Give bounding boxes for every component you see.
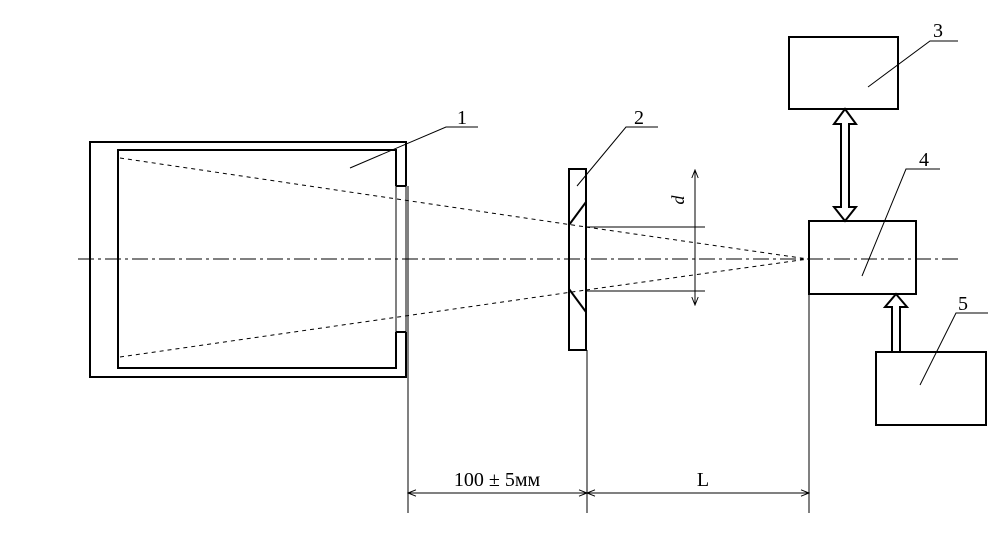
label-distance-L: L (697, 469, 709, 491)
dimension-d (586, 170, 705, 305)
label-part-2: 2 (634, 107, 644, 129)
label-part-3: 3 (933, 20, 943, 42)
label-part-1: 1 (457, 107, 467, 129)
component-2-diaphragm (568, 168, 587, 351)
label-part-4: 4 (919, 149, 929, 171)
label-distance-fixed: 100 ± 5мм (454, 469, 541, 491)
dimension-extension-lines (407, 186, 810, 513)
label-part-5: 5 (958, 293, 968, 315)
light-rays (119, 157, 809, 358)
arrow-3-4 (831, 107, 859, 223)
component-5-block (875, 351, 987, 426)
arrow-5-4 (882, 292, 910, 353)
component-1-housing (89, 141, 407, 378)
leader-lines (349, 40, 988, 386)
component-4-detector (808, 220, 917, 295)
component-3-block (788, 36, 899, 110)
label-diameter-d: d (668, 195, 688, 205)
